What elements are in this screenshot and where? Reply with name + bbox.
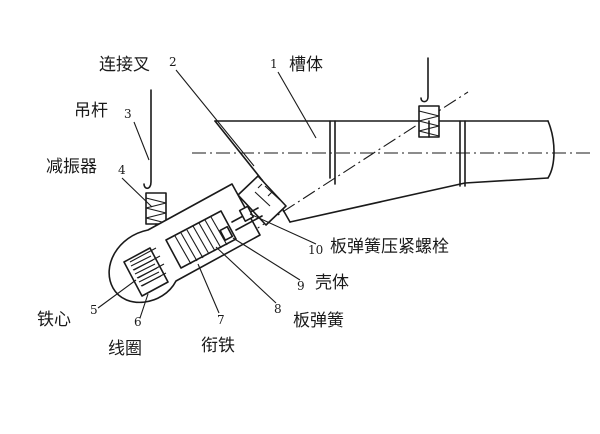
- callout-numbers: 1 2 3 4 5 6 7 8 9 10: [90, 55, 323, 329]
- label-rod: 吊杆: [74, 101, 108, 121]
- label-shell: 壳体: [315, 273, 349, 293]
- callout-2: 2: [169, 55, 177, 69]
- label-spring: 板弹簧: [293, 311, 344, 331]
- label-bolt: 板弹簧压紧螺栓: [330, 237, 449, 257]
- callout-9: 9: [297, 279, 305, 293]
- damper-right: [418, 105, 440, 138]
- connecting-fork: [237, 175, 287, 226]
- leader-lines: [97, 69, 317, 319]
- coil: [130, 255, 162, 287]
- callout-1: 1: [270, 57, 278, 71]
- label-fork: 连接叉: [99, 55, 150, 75]
- callout-8: 8: [274, 302, 282, 316]
- hanger-rod-left: [143, 89, 152, 190]
- armature: [165, 210, 237, 269]
- callout-10: 10: [308, 243, 323, 257]
- part-labels: 槽体 连接叉 吊杆 减振器 板弹簧压紧螺栓 壳体 板弹簧 铁心 线圈 衔铁: [37, 55, 449, 359]
- label-trough: 槽体: [289, 55, 323, 75]
- label-coil: 线圈: [108, 339, 142, 359]
- label-damper: 减振器: [46, 157, 97, 177]
- hanger-rod-right: [420, 57, 429, 103]
- callout-3: 3: [124, 107, 132, 121]
- callout-7: 7: [217, 313, 225, 327]
- callout-5: 5: [90, 303, 98, 317]
- callout-6: 6: [134, 315, 142, 329]
- label-armature: 衔铁: [201, 336, 235, 356]
- plate-spring: [231, 205, 263, 231]
- callout-4: 4: [118, 163, 126, 177]
- label-core: 铁心: [37, 310, 71, 330]
